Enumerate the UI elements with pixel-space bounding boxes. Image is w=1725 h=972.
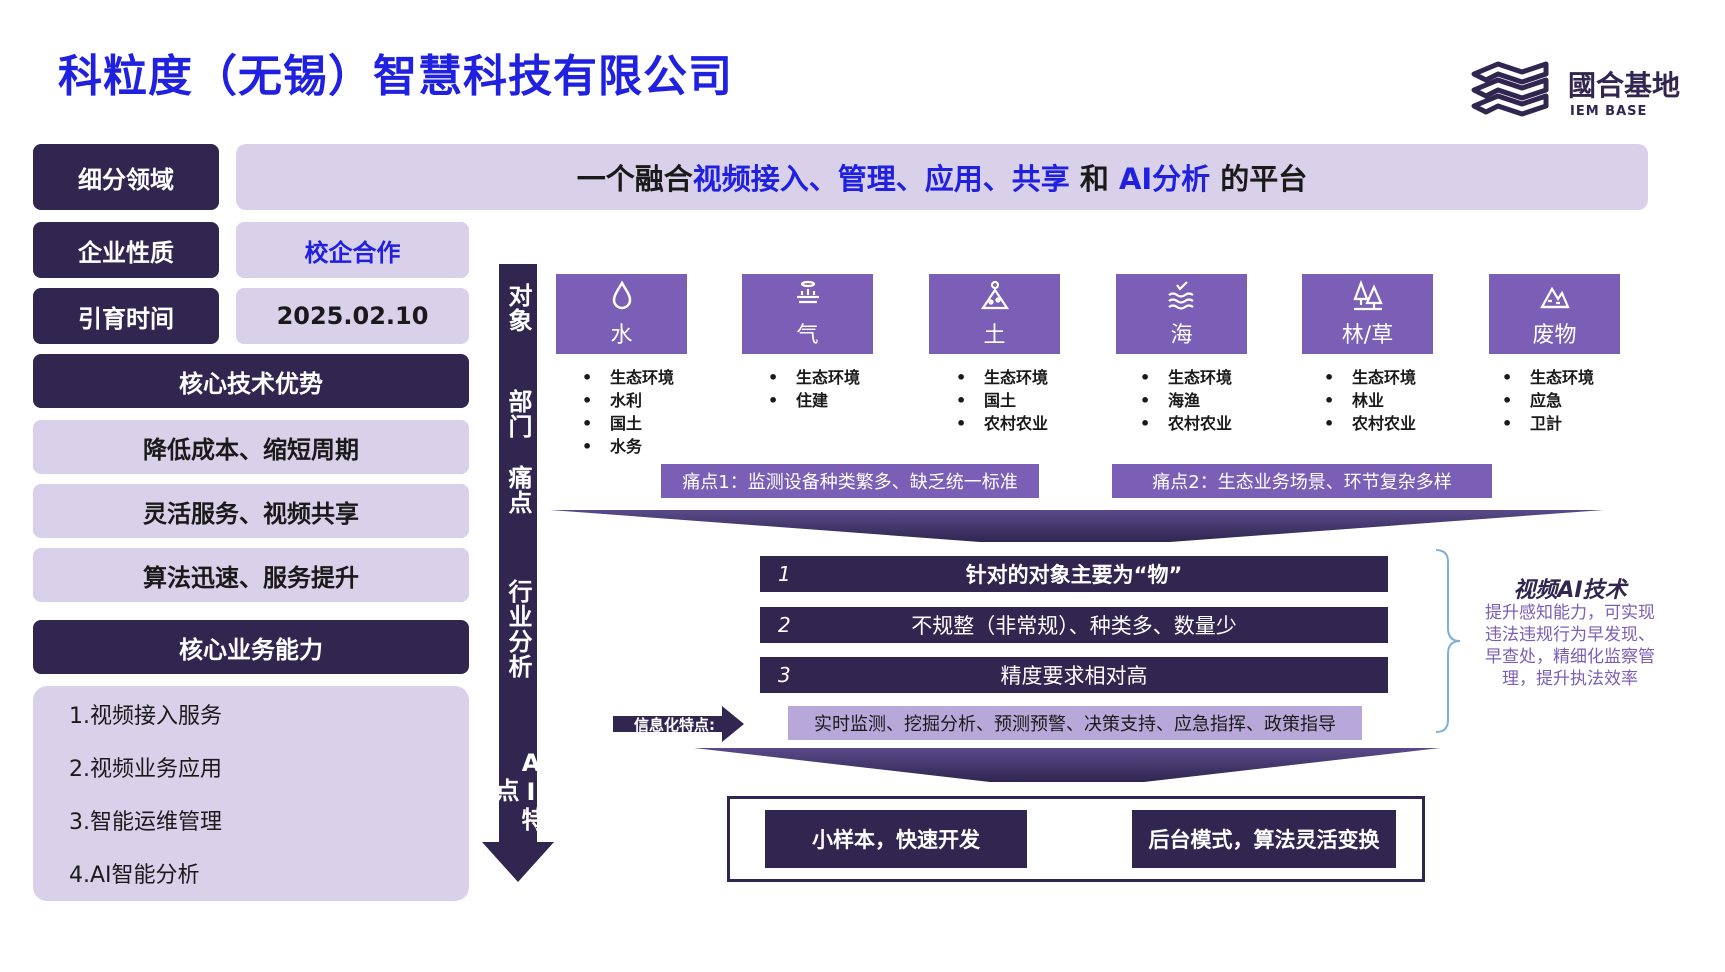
list-item: 水利 — [582, 389, 674, 412]
funnel-top — [550, 510, 1604, 542]
vlabel-department: 部门 — [504, 389, 532, 439]
info-arrow-head — [722, 706, 744, 742]
object-name: 水 — [610, 323, 633, 348]
list-item: 国土 — [582, 412, 674, 435]
analysis-num: 1 — [778, 562, 791, 586]
list-item: 农村农业 — [1140, 412, 1232, 435]
object-air: 气 — [742, 274, 873, 354]
analysis-text: 不规整（非常规）、种类多、数量少 — [911, 614, 1237, 638]
dept-list-soil: 生态环境 国土 农村农业 — [956, 366, 1048, 435]
logo: 國合基地 IEM BASE — [1468, 52, 1688, 122]
platform-mid: 和 — [1069, 162, 1119, 196]
list-item: 生态环境 — [1324, 366, 1416, 389]
vlabel-pain: 痛点 — [504, 465, 532, 515]
analysis-row-1: 1 针对的对象主要为“物” — [760, 556, 1388, 592]
page-title: 科粒度（无锡）智慧科技有限公司 — [58, 51, 733, 102]
list-item: 卫計 — [1502, 412, 1594, 435]
pain-point-2: 痛点2：生态业务场景、环节复杂多样 — [1112, 464, 1492, 498]
object-name: 气 — [796, 323, 819, 348]
list-item: 生态环境 — [1502, 366, 1594, 389]
waste-icon — [1539, 286, 1570, 309]
sea-icon — [1167, 281, 1194, 310]
dept-list-sea: 生态环境 海渔 农村农业 — [1140, 366, 1232, 435]
core-tech-item: 算法迅速、服务提升 — [33, 548, 469, 602]
core-biz-title: 核心业务能力 — [33, 620, 469, 674]
platform-pre: 一个融合 — [576, 162, 693, 196]
ai-tech-description: 提升感知能力，可实现违法违规行为早发现、早查处，精细化监察管理，提升执法效率 — [1485, 603, 1655, 689]
analysis-text: 针对的对象主要为“物” — [965, 563, 1183, 587]
list-item: 林业 — [1324, 389, 1416, 412]
vertical-arrow — [499, 264, 537, 844]
feature-backend-mode: 后台模式，算法灵活变换 — [1132, 810, 1396, 868]
list-item: 住建 — [768, 389, 860, 412]
object-name: 海 — [1170, 323, 1193, 348]
object-water: 水 — [556, 274, 687, 354]
object-soil: 土 — [929, 274, 1060, 354]
feature-small-sample: 小样本，快速开发 — [765, 810, 1027, 868]
info-arrow — [613, 716, 723, 732]
analysis-text: 精度要求相对高 — [1000, 664, 1148, 688]
list-item: 农村农业 — [956, 412, 1048, 435]
logo-mark-icon — [1471, 61, 1549, 117]
core-biz-list: 1.视频接入服务 2.视频业务应用 3.智能运维管理 4.AI智能分析 — [33, 686, 469, 901]
intro-time-value: 2025.02.10 — [236, 288, 469, 344]
list-item: 生态环境 — [956, 366, 1048, 389]
core-tech-item: 灵活服务、视频共享 — [33, 484, 469, 538]
forest-icon — [1352, 279, 1383, 311]
object-sea: 海 — [1116, 274, 1247, 354]
platform-highlight-1: 视频接入、管理、应用、共享 — [692, 162, 1070, 196]
list-item: 生态环境 — [1140, 366, 1232, 389]
info-characteristics: 实时监测、挖掘分析、预测预警、决策支持、应急指挥、政策指导 — [788, 706, 1362, 740]
info-label: 信息化特点: — [634, 716, 715, 734]
nature-value: 校企合作 — [236, 222, 469, 278]
funnel-bottom — [694, 748, 1440, 782]
list-item: 水务 — [582, 435, 674, 458]
segment-label: 细分领域 — [33, 144, 219, 210]
dept-list-air: 生态环境 住建 — [768, 366, 860, 412]
vlabel-analysis: 行业分析 — [504, 579, 532, 679]
dept-list-waste: 生态环境 应急 卫計 — [1502, 366, 1594, 435]
platform-highlight-2: AI分析 — [1118, 162, 1211, 196]
analysis-row-2: 2 不规整（非常规）、种类多、数量少 — [760, 607, 1388, 643]
vlabel-object: 对象 — [504, 283, 532, 333]
object-name: 废物 — [1532, 323, 1577, 348]
list-item: 国土 — [956, 389, 1048, 412]
list-item: 1.视频接入服务 — [69, 704, 222, 729]
soil-icon — [980, 280, 1009, 310]
object-name: 林/草 — [1341, 323, 1394, 348]
analysis-num: 3 — [778, 663, 791, 687]
analysis-row-3: 3 精度要求相对高 — [760, 657, 1388, 693]
dept-list-water: 生态环境 水利 国土 水务 — [582, 366, 674, 458]
object-name: 土 — [983, 323, 1006, 348]
core-tech-item: 降低成本、缩短周期 — [33, 420, 469, 474]
platform-description: 一个融合 视频接入、管理、应用、共享 和 AI分析 的平台 — [236, 144, 1648, 210]
object-forest: 林/草 — [1302, 274, 1433, 354]
object-waste: 废物 — [1489, 274, 1620, 354]
list-item: 生态环境 — [582, 366, 674, 389]
pain-point-1: 痛点1：监测设备种类繁多、缺乏统一标准 — [661, 464, 1039, 498]
water-drop-icon — [612, 280, 631, 310]
platform-post: 的平台 — [1210, 162, 1308, 196]
list-item: 应急 — [1502, 389, 1594, 412]
list-item: 农村农业 — [1324, 412, 1416, 435]
brace-icon — [1435, 549, 1461, 733]
list-item: 生态环境 — [768, 366, 860, 389]
nature-label: 企业性质 — [33, 222, 219, 278]
list-item: 海渔 — [1140, 389, 1232, 412]
vlabel-ai: AI特点 — [491, 748, 545, 832]
intro-time-label: 引育时间 — [33, 288, 219, 344]
list-item: 3.智能运维管理 — [69, 810, 222, 835]
core-tech-title: 核心技术优势 — [33, 354, 469, 408]
dept-list-forest: 生态环境 林业 农村农业 — [1324, 366, 1416, 435]
air-icon — [796, 280, 819, 304]
list-item: 4.AI智能分析 — [69, 863, 200, 888]
logo-text-en: IEM BASE — [1570, 104, 1648, 119]
analysis-num: 2 — [778, 613, 791, 637]
list-item: 2.视频业务应用 — [69, 757, 222, 782]
logo-text-cn: 國合基地 — [1568, 69, 1681, 102]
ai-tech-title: 视频AI技术 — [1513, 578, 1627, 603]
vertical-arrow-head — [482, 842, 554, 882]
